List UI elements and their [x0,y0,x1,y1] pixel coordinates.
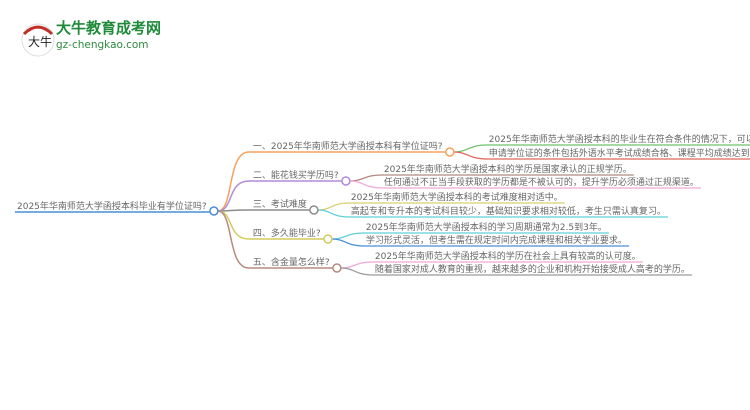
branch-line [217,209,310,212]
logo-url: gz-chengkao.com [56,39,149,51]
branch-line [217,180,342,212]
child-topic[interactable]: 2025年华南师范大学函授本科的学历是国家承认的正规学历。 [384,163,632,175]
branch-line [217,210,333,269]
branch-topic[interactable]: 一、2025年华南师范大学函授本科有学位证吗? [253,140,443,152]
logo-arc [22,25,54,36]
child-topic[interactable]: 2025年华南师范大学函授本科的学历在社会上具有较高的认可度。 [375,250,641,262]
child-line [453,151,750,160]
child-topic[interactable]: 2025年华南师范大学函授本科的学习周期通常为2.5到3年。 [366,221,607,233]
collapse-toggle-icon[interactable] [323,234,333,244]
child-line [331,238,629,247]
child-line [340,267,692,276]
root-topic[interactable]: 2025年华南师范大学函授本科毕业有学位证吗? [17,200,207,212]
collapse-toggle-icon[interactable] [341,176,351,186]
branch-topic[interactable]: 五、含金量怎么样? [253,256,330,268]
child-topic[interactable]: 2025年华南师范大学函授本科的考试难度相对适中。 [351,191,563,203]
child-line [317,209,668,218]
logo-mark-text: 大牛 [28,34,52,49]
child-topic[interactable]: 2025年华南师范大学函授本科的毕业生在符合条件的情况下，可以申请学位证。 [489,133,750,145]
child-topic[interactable]: 随着国家对成人教育的重视，越来越多的企业和机构开始接受成人高考的学历。 [375,263,690,275]
child-line [349,180,701,189]
logo: 大牛 大牛教育成考网 gz-chengkao.com [21,19,161,57]
collapse-toggle-icon[interactable] [332,263,342,273]
branch-line [217,210,324,240]
child-topic[interactable]: 高起专和专升本的考试科目较少，基础知识要求相对较低，考生只需认真复习。 [351,205,666,217]
branch-topic[interactable]: 二、能花钱买学历吗? [253,169,339,181]
child-topic[interactable]: 学习形式灵活，但考生需在规定时间内完成课程和相关学业要求。 [366,234,627,246]
root-collapse-toggle-icon[interactable] [209,206,219,216]
branch-line [217,151,446,212]
collapse-toggle-icon[interactable] [445,147,455,157]
logo-name: 大牛教育成考网 [56,19,161,37]
branch-topic[interactable]: 四、多久能毕业? [253,227,321,239]
collapse-toggle-icon[interactable] [309,205,319,215]
logo-mark-icon [21,23,55,57]
branch-topic[interactable]: 三、考试难度 [253,198,307,210]
child-topic[interactable]: 任何通过不正当手段获取的学历都是不被认可的，提升学历必须通过正规渠道。 [384,176,699,188]
child-topic[interactable]: 申请学位证的条件包括外语水平考试成绩合格、课程平均成绩达到标准、完成毕业论文且成… [489,147,750,159]
